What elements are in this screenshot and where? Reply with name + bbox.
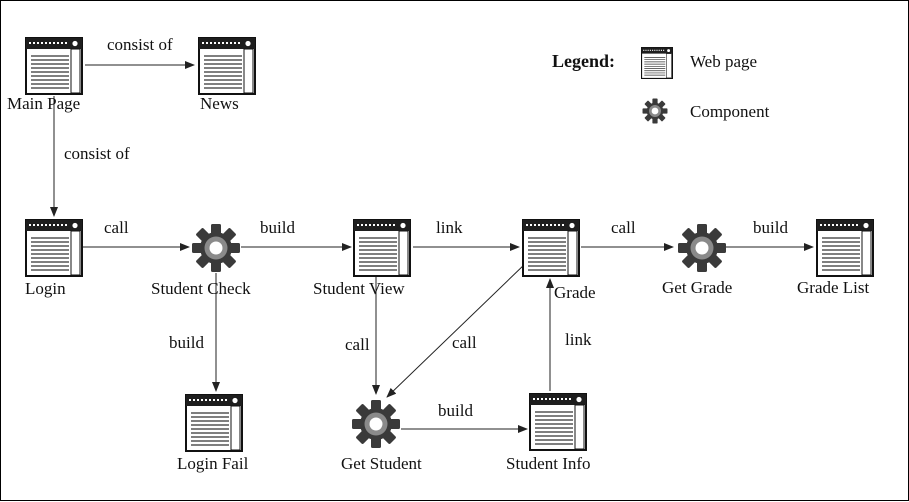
node-label-grade-list: Grade List: [797, 278, 870, 297]
node-get-grade: Get Grade: [662, 224, 732, 297]
node-main-page: Main Page: [7, 37, 83, 113]
edge-label-grade-getstudent: call: [452, 333, 477, 352]
gear-icon: [642, 98, 668, 124]
web-page-icon: [198, 37, 256, 95]
edge-label-check-fail: build: [169, 333, 204, 352]
gear-icon: [678, 224, 726, 272]
legend-component-label: Component: [690, 102, 770, 121]
node-label-student-info: Student Info: [506, 454, 591, 473]
edge-label-view-grade: link: [436, 218, 463, 237]
node-login-fail: Login Fail: [177, 394, 249, 473]
node-student-info: Student Info: [506, 393, 591, 473]
edge-label-login-check: call: [104, 218, 129, 237]
node-student-view: Student View: [313, 219, 411, 298]
node-label-get-grade: Get Grade: [662, 278, 732, 297]
node-label-login: Login: [25, 279, 66, 298]
edge-label-grade-getgrade: call: [611, 218, 636, 237]
node-label-student-view: Student View: [313, 279, 405, 298]
legend-web-page-label: Web page: [690, 52, 757, 71]
web-page-icon: [353, 219, 411, 277]
edge-label-main-news: consist of: [107, 35, 173, 54]
node-label-student-check: Student Check: [151, 279, 251, 298]
legend-title: Legend:: [552, 51, 615, 71]
web-page-icon: [529, 393, 587, 451]
node-grade-list: Grade List: [797, 219, 874, 297]
legend: Legend: Web page Component: [552, 47, 770, 124]
node-grade: Grade: [522, 219, 596, 302]
node-login: Login: [25, 219, 83, 298]
node-news: News: [198, 37, 256, 113]
node-student-check: Student Check: [151, 224, 251, 298]
node-label-main-page: Main Page: [7, 94, 80, 113]
edge-label-info-grade: link: [565, 330, 592, 349]
node-label-news: News: [200, 94, 239, 113]
web-page-icon: [522, 219, 580, 277]
web-page-icon: [816, 219, 874, 277]
node-get-student: Get Student: [341, 400, 422, 473]
edge-label-main-login: consist of: [64, 144, 130, 163]
node-label-login-fail: Login Fail: [177, 454, 249, 473]
gear-icon: [192, 224, 240, 272]
edge-label-getstudent-info: build: [438, 401, 473, 420]
edge-grade-get-student: [386, 262, 527, 398]
gear-icon: [352, 400, 400, 448]
edge-label-check-view: build: [260, 218, 295, 237]
web-page-icon: [25, 219, 83, 277]
node-label-grade: Grade: [554, 283, 596, 302]
web-page-icon: [185, 394, 243, 452]
web-page-icon: [641, 47, 673, 79]
edge-label-view-getstudent: call: [345, 335, 370, 354]
web-page-icon: [25, 37, 83, 95]
node-label-get-student: Get Student: [341, 454, 422, 473]
edge-label-getgrade-list: build: [753, 218, 788, 237]
